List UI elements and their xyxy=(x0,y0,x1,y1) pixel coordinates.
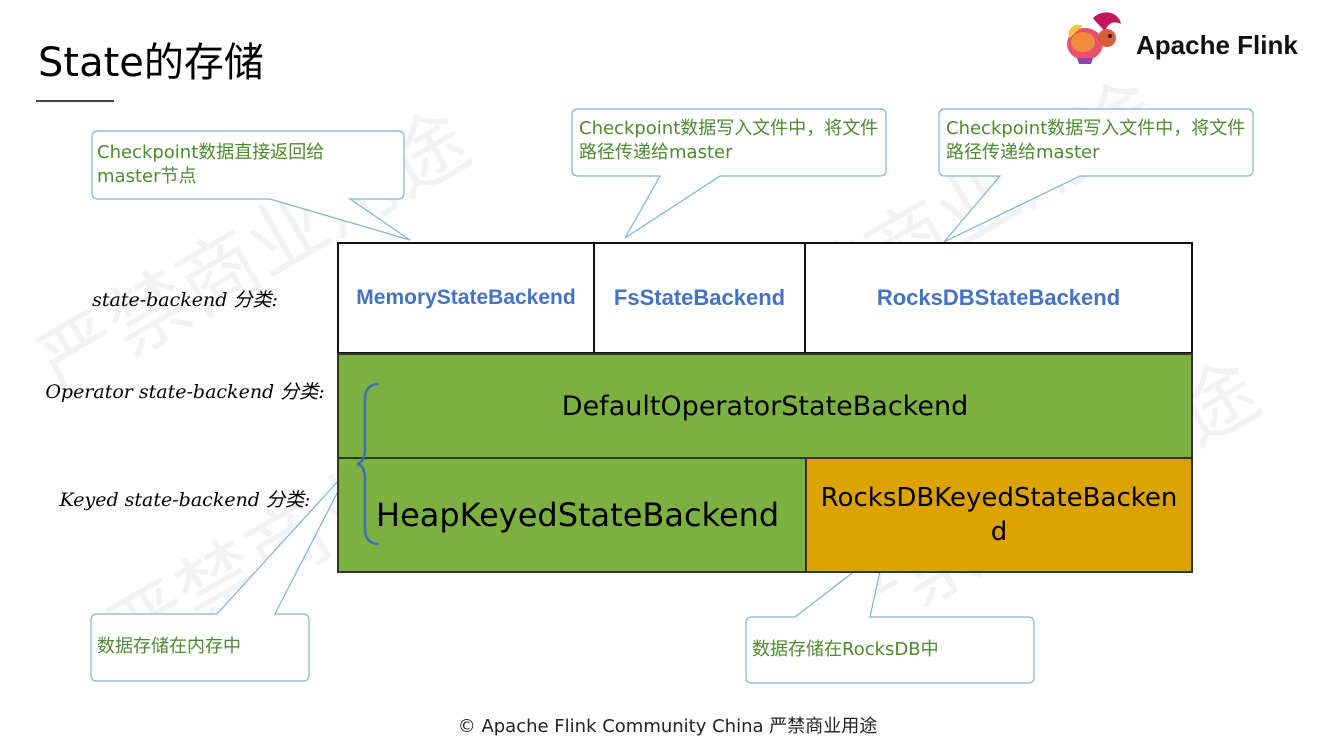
title-underline xyxy=(36,100,114,102)
brace-icon xyxy=(356,382,380,546)
callout-heap-shape xyxy=(90,467,351,682)
rocksdb-keyed-state-backend: RocksDBKeyedStateBackend xyxy=(805,457,1193,573)
callout-rocksdb-keyed-shape xyxy=(745,546,1035,684)
callout-memory-text: Checkpoint数据直接返回给master节点 xyxy=(97,142,325,187)
callout-rocksdb-keyed-text: 数据存储在RocksDB中 xyxy=(752,639,939,660)
callout-rocks-text: Checkpoint数据写入文件中，将文件路径传递给master xyxy=(946,118,1246,163)
callout-rocks-shape xyxy=(938,108,1254,243)
state-backend-row xyxy=(337,242,1193,354)
callout-fs-text: Checkpoint数据写入文件中，将文件路径传递给master xyxy=(579,118,879,163)
divider xyxy=(593,242,595,354)
heap-keyed-cell xyxy=(337,457,807,573)
page-title: State的存储 xyxy=(38,40,264,86)
callout-heap-text: 数据存储在内存中 xyxy=(97,636,241,657)
callout-fs-shape xyxy=(571,108,887,239)
default-operator-state-backend: DefaultOperatorStateBackend xyxy=(337,353,1193,459)
row-label-keyed: Keyed state-backend 分类: xyxy=(59,489,311,511)
row-label-operator: Operator state-backend 分类: xyxy=(45,381,325,403)
heap-keyed-state-backend: HeapKeyedStateBackend xyxy=(376,496,780,534)
flink-squirrel-icon xyxy=(1067,12,1121,64)
row-label-state-backend: state-backend 分类: xyxy=(92,289,278,311)
fs-state-backend: FsStateBackend xyxy=(613,285,786,310)
memory-state-backend: MemoryStateBackend xyxy=(356,286,576,309)
footer: © Apache Flink Community China 严禁商业用途 xyxy=(457,716,878,737)
rocksdb-state-backend: RocksDBStateBackend xyxy=(876,285,1121,310)
brand-name: Apache Flink xyxy=(1136,30,1298,60)
callout-memory-shape xyxy=(91,130,411,241)
divider xyxy=(804,242,806,354)
